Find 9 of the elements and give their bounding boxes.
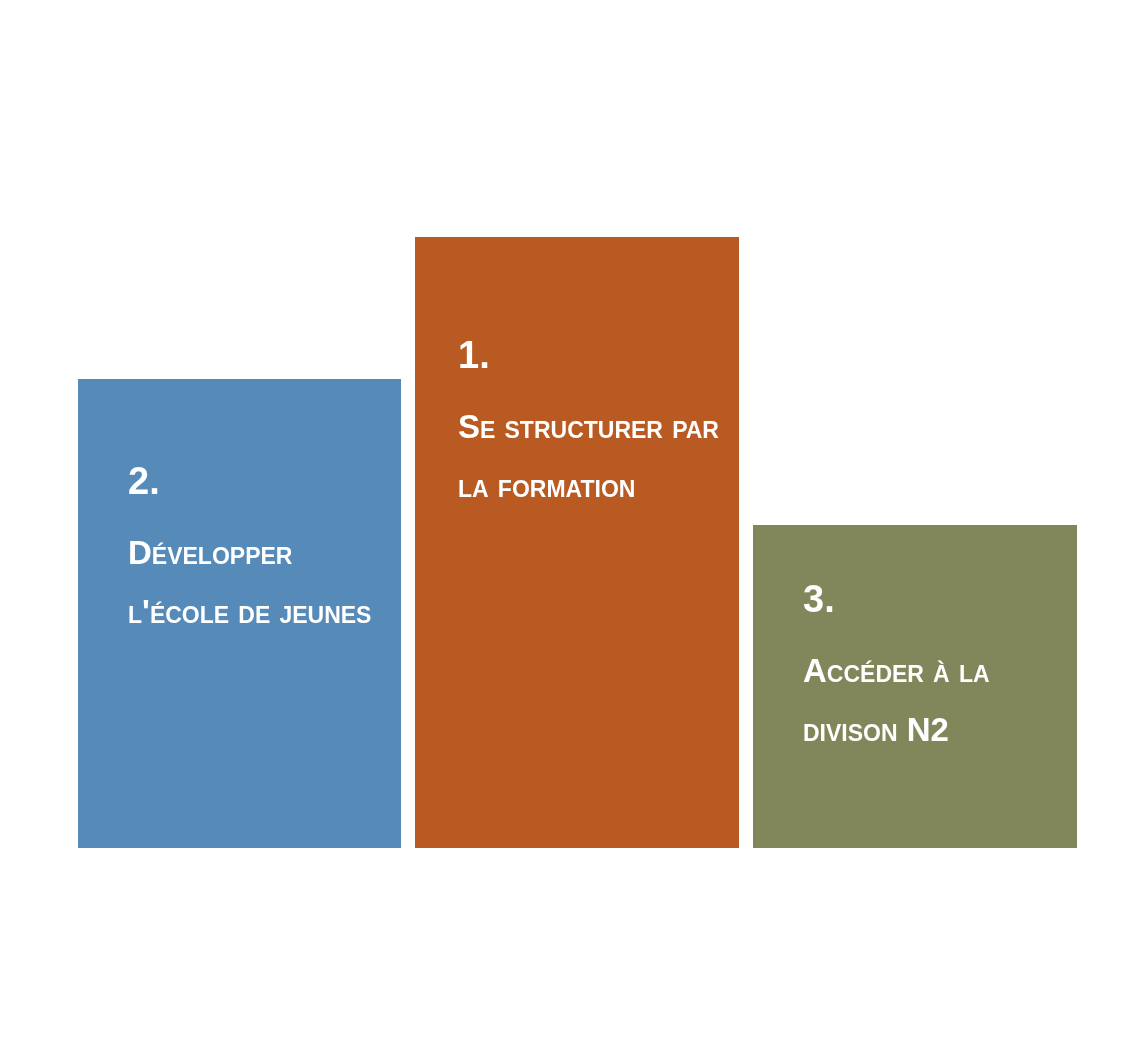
step-number: 2. (128, 459, 160, 504)
step-title: Se structurer par la formation (458, 406, 720, 506)
step-number: 3. (803, 577, 835, 622)
step-block (753, 525, 1077, 848)
step-title: Accéder à la divison N2 (803, 650, 991, 750)
step-block (415, 237, 739, 848)
step-title: Développer l'école de jeunes (128, 532, 373, 632)
step-number: 1. (458, 333, 490, 378)
step-block (78, 379, 401, 848)
